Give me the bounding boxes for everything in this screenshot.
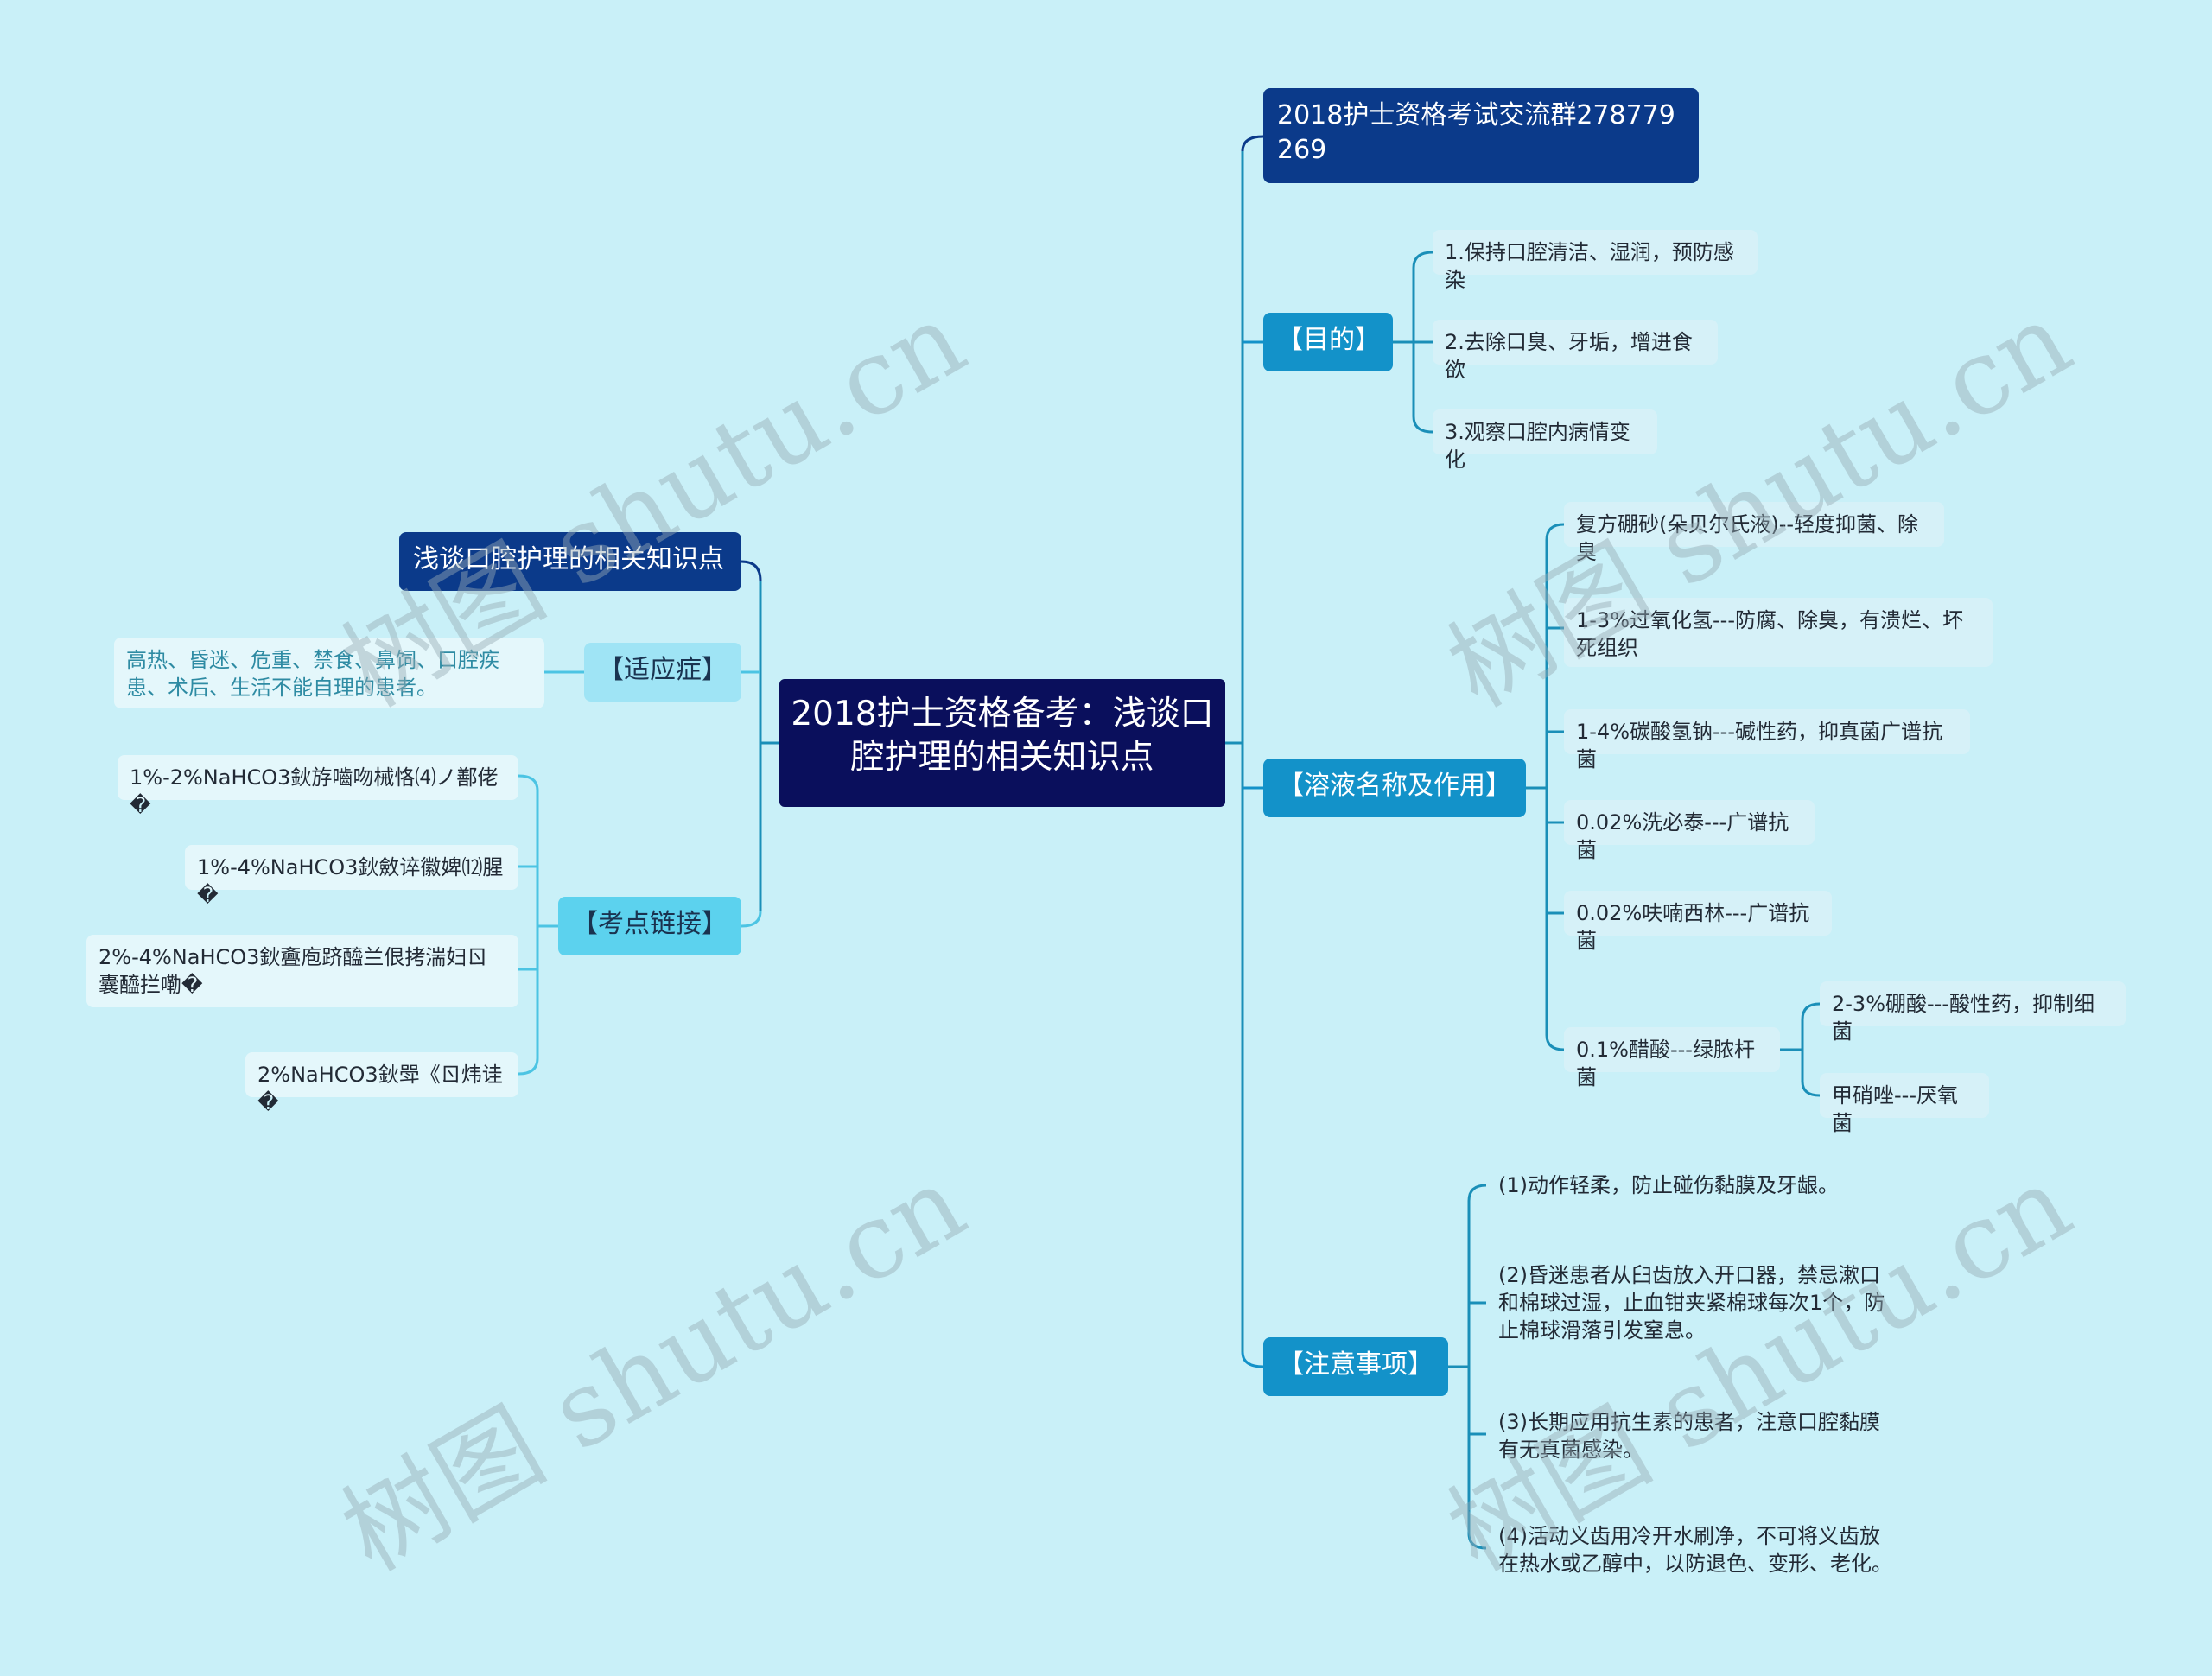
connector-to-exam-links: [741, 911, 762, 928]
connector-note-4: [1467, 1533, 1487, 1550]
group-link-topic[interactable]: 2018护士资格考试交流群278779269: [1263, 88, 1699, 183]
indications-text[interactable]: 高热、昏迷、危重、禁食、鼻饲、口腔疾患、术后、生活不能自理的患者。: [114, 638, 544, 708]
purpose-item-1[interactable]: 1.保持口腔清洁、湿润，预防感染: [1433, 230, 1758, 292]
connector-notes-trunk: [1448, 1201, 1471, 1533]
connector-note-1: [1467, 1184, 1487, 1202]
solution-sub-item-1[interactable]: 2-3%硼酸---酸性药，抑制细菌: [1820, 981, 2126, 1044]
connector-solutions-trunk: [1526, 540, 1548, 1035]
exam-link-item-4[interactable]: 2%NaHCO3鈥斝《ㄖ炜诖�: [245, 1052, 518, 1114]
exam-link-item-2[interactable]: 1%-4%NaHCO3鈥斂谇徽婢⑿腥�: [185, 845, 518, 907]
note-item-1[interactable]: (1)动作轻柔，防止碰伤黏膜及牙龈。: [1498, 1173, 1839, 1197]
solution-item-3[interactable]: 1-4%碳酸氢钠---碱性药，抑真菌广谱抗菌: [1564, 709, 1970, 771]
exam-link-item-3[interactable]: 2%-4%NaHCO3鈥斖庖跻醯兰佷拷湍妇ㄖ囊醯拦嘞�: [86, 935, 518, 1007]
purpose-item-2[interactable]: 2.去除口臭、牙垢，增进食欲: [1433, 320, 1718, 382]
connector-exam-4: [518, 1057, 539, 1076]
solution-sub-item-2[interactable]: 甲硝唑---厌氧菌: [1820, 1073, 1989, 1135]
connector-sub-2: [1801, 1081, 1821, 1097]
connector-to-notes: [1241, 1351, 1264, 1368]
note-item-4[interactable]: (4)活动义齿用冷开水刷净，不可将义齿放在热水或乙醇中，以防退色、变形、老化。: [1498, 1524, 1892, 1576]
note-item-2[interactable]: (2)昏迷患者从臼齿放入开口器，禁忌漱口和棉球过湿，止血钳夹紧棉球每次1个，防止…: [1498, 1263, 1885, 1343]
exam-links-topic[interactable]: 【考点链接】: [558, 897, 741, 955]
connector-exam-trunk: [536, 790, 558, 1058]
left-title-topic[interactable]: 浅谈口腔护理的相关知识点: [399, 532, 741, 591]
notes-topic[interactable]: 【注意事项】: [1263, 1337, 1448, 1396]
connector-purpose-1: [1412, 251, 1433, 269]
solution-item-5[interactable]: 0.02%呋喃西林---广谱抗菌: [1564, 891, 1832, 953]
connector-exam-1: [518, 774, 539, 791]
solution-item-2[interactable]: 1-3%过氧化氢---防腐、除臭，有溃烂、坏死组织: [1564, 598, 1993, 667]
purpose-item-3[interactable]: 3.观察口腔内病情变化: [1433, 409, 1657, 472]
connector-sub-trunk: [1780, 1019, 1804, 1082]
connector-root-left: [759, 581, 779, 911]
connector-purpose-3: [1412, 416, 1433, 434]
connector-to-group: [1241, 135, 1264, 152]
solution-item-6[interactable]: 0.1%醋酸---绿脓杆菌: [1564, 1027, 1780, 1089]
exam-link-item-1[interactable]: 1%-2%NaHCO3鈥斿嚙吻械恪⑷ノ鄯佬�: [118, 755, 518, 817]
root-topic[interactable]: 2018护士资格备考：浅谈口腔护理的相关知识点: [779, 679, 1225, 807]
connector-purpose-trunk: [1393, 268, 1415, 416]
connector-solution-6: [1545, 1034, 1565, 1051]
connector-sub-1: [1801, 1002, 1821, 1020]
solution-item-4[interactable]: 0.02%洗必泰---广谱抗菌: [1564, 800, 1815, 862]
note-item-3[interactable]: (3)长期应用抗生素的患者，注意口腔黏膜有无真菌感染。: [1498, 1410, 1880, 1462]
solutions-topic[interactable]: 【溶液名称及作用】: [1263, 759, 1526, 817]
purpose-topic[interactable]: 【目的】: [1263, 313, 1393, 371]
indications-topic[interactable]: 【适应症】: [584, 643, 741, 702]
connector-solution-1: [1545, 523, 1565, 541]
connector-to-title-topic: [741, 560, 762, 581]
solution-item-1[interactable]: 复方硼砂(朵贝尔氏液)--轻度抑菌、除臭: [1564, 502, 1944, 564]
